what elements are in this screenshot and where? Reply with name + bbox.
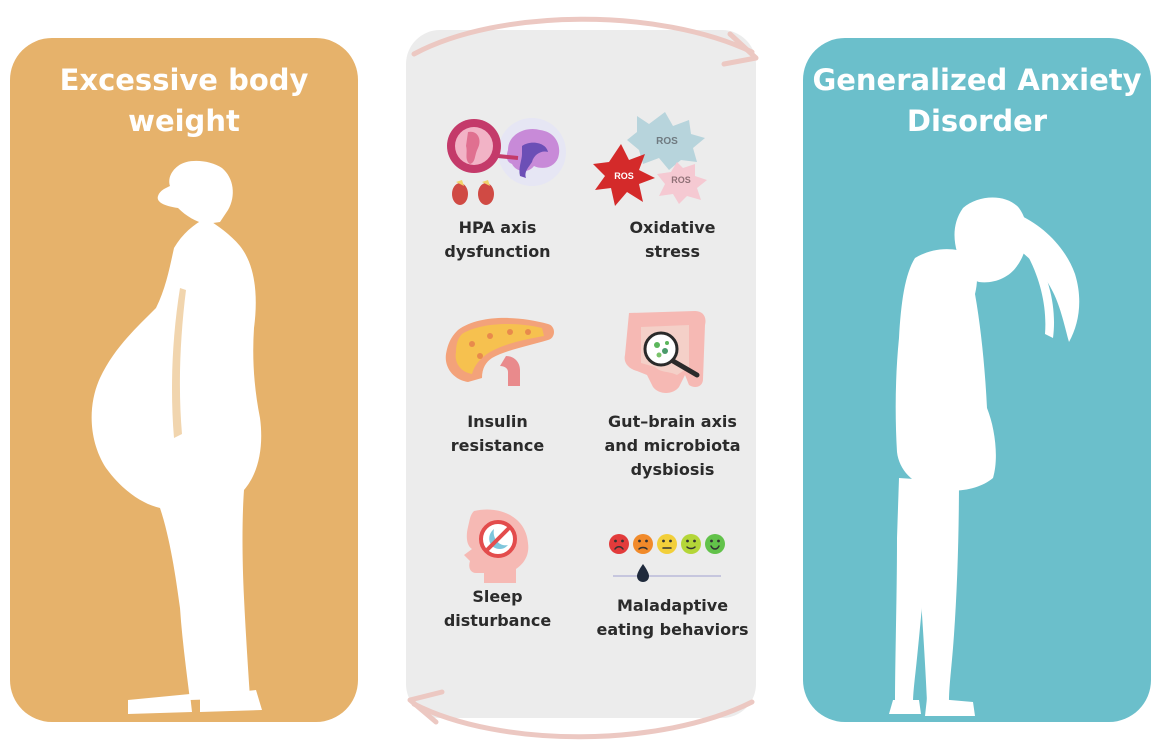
generalized-anxiety-disorder-title: Generalized Anxiety Disorder bbox=[803, 60, 1151, 142]
factor-label-line: resistance bbox=[450, 436, 545, 455]
factor-hpa-axis-dysfunction: HPA axis dysfunction bbox=[410, 110, 585, 270]
factor-label-line: Oxidative bbox=[629, 218, 716, 237]
factor-sleep-disturbance: Sleep disturbance bbox=[410, 505, 585, 645]
title-line: Disorder bbox=[906, 104, 1048, 138]
factor-label-line: dysbiosis bbox=[630, 460, 715, 479]
intestine-magnifier-icon bbox=[624, 311, 706, 393]
ros-label: ROS bbox=[656, 136, 678, 147]
factor-oxidative-stress: ROS ROS ROS Oxidative stress bbox=[585, 110, 760, 270]
brain-adrenal-icon bbox=[447, 118, 566, 205]
factor-insulin-resistance: Insulin resistance bbox=[410, 310, 585, 470]
factor-label: Oxidative stress bbox=[585, 216, 760, 264]
ros-label: ROS bbox=[614, 171, 634, 181]
factor-label: Insulin resistance bbox=[410, 410, 585, 458]
factor-label-line: Sleep bbox=[472, 587, 523, 606]
title-line: Excessive body bbox=[59, 63, 309, 97]
ros-burst-icon: ROS ROS ROS bbox=[593, 112, 707, 206]
excessive-body-weight-title: Excessive body weight bbox=[10, 60, 358, 142]
factor-label-line: HPA axis bbox=[458, 218, 537, 237]
overweight-man-silhouette-icon bbox=[91, 160, 262, 714]
factor-label-line: Maladaptive bbox=[616, 596, 729, 615]
factor-label-line: dysfunction bbox=[444, 242, 551, 261]
factor-gut-brain-axis: Gut–brain axis and microbiota dysbiosis bbox=[585, 305, 760, 495]
factor-label: HPA axis dysfunction bbox=[410, 216, 585, 264]
factor-label: Sleep disturbance bbox=[410, 585, 585, 633]
factor-label: Maladaptive eating behaviors bbox=[585, 594, 760, 642]
factor-label-line: disturbance bbox=[443, 611, 552, 630]
factor-maladaptive-eating: Maladaptive eating behaviors bbox=[585, 520, 760, 650]
no-sleep-head-icon bbox=[464, 509, 529, 583]
generalized-anxiety-disorder-panel: Generalized Anxiety Disorder bbox=[803, 38, 1151, 722]
factor-label-line: eating behaviors bbox=[596, 620, 749, 639]
factor-label-line: Insulin bbox=[467, 412, 528, 431]
mood-scale-icon bbox=[609, 534, 725, 582]
factor-label: Gut–brain axis and microbiota dysbiosis bbox=[585, 410, 760, 482]
factor-label-line: Gut–brain axis bbox=[608, 412, 737, 431]
title-line: weight bbox=[128, 104, 240, 138]
ros-label: ROS bbox=[671, 175, 691, 185]
pancreas-icon bbox=[445, 317, 554, 386]
anxious-woman-silhouette-icon bbox=[889, 197, 1080, 716]
excessive-body-weight-panel: Excessive body weight bbox=[10, 38, 358, 722]
title-line: Generalized Anxiety bbox=[812, 63, 1142, 97]
factor-label-line: and microbiota bbox=[604, 436, 741, 455]
factor-label-line: stress bbox=[645, 242, 700, 261]
